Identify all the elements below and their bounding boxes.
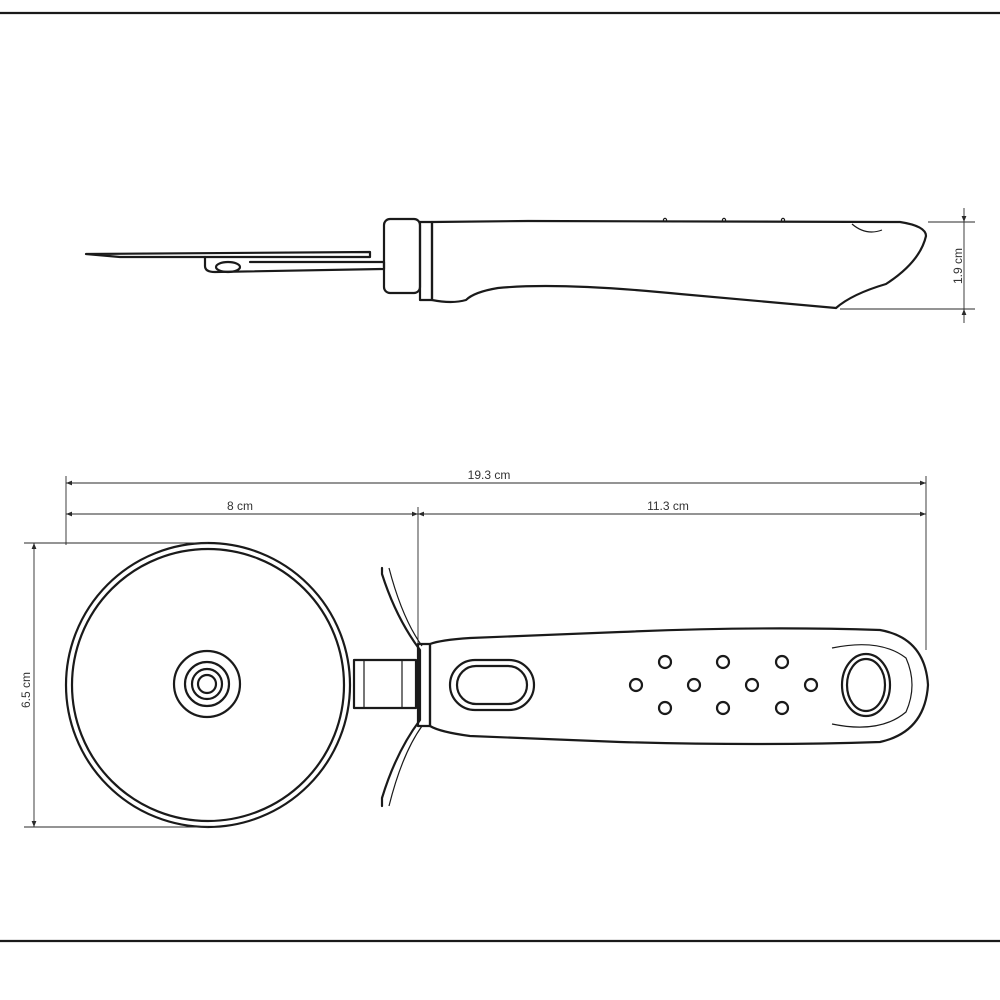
wheel-hub-outer bbox=[172, 649, 242, 719]
finger-guard bbox=[380, 566, 422, 808]
grip-dot bbox=[774, 700, 790, 716]
side-view-dot bbox=[721, 217, 727, 223]
grip-dot bbox=[715, 654, 731, 670]
grip-dot bbox=[686, 677, 702, 693]
grip-dot bbox=[628, 677, 644, 693]
side-view-handle-grip-detail bbox=[851, 223, 883, 233]
handle-inner-outline bbox=[831, 644, 913, 728]
wheel-diameter-dimension: 6.5 cm bbox=[19, 542, 208, 828]
side-view-collar bbox=[418, 220, 434, 302]
side-view-handle bbox=[430, 219, 928, 310]
wheel-diameter-label: 6.5 cm bbox=[19, 672, 33, 708]
handle-length-label: 11.3 cm bbox=[647, 499, 689, 513]
side-view-dot bbox=[780, 217, 786, 223]
grip-dot bbox=[744, 677, 760, 693]
neck-connector bbox=[352, 658, 418, 710]
wheel-inner-circle bbox=[70, 547, 346, 823]
wheel-outer-circle bbox=[64, 541, 352, 829]
thumb-grip-outer bbox=[448, 658, 536, 712]
side-view-dot bbox=[662, 217, 668, 223]
side-view-blade bbox=[84, 250, 372, 259]
handle bbox=[428, 627, 930, 746]
grip-dots bbox=[628, 654, 819, 716]
total-length-label: 19.3 cm bbox=[468, 468, 511, 482]
hanging-hole-outer bbox=[840, 652, 892, 718]
thickness-dimension-label: 1.9 cm bbox=[951, 248, 965, 284]
hanging-hole-inner bbox=[845, 657, 887, 713]
wheel-axle bbox=[196, 673, 218, 695]
side-view-guard bbox=[382, 217, 422, 295]
grip-dot bbox=[803, 677, 819, 693]
thickness-dimension: 1.9 cm bbox=[840, 208, 975, 323]
top-view bbox=[64, 541, 930, 829]
side-view-bracket bbox=[203, 255, 386, 274]
side-view-axle bbox=[214, 260, 242, 274]
wheel-length-dimension: 8 cm bbox=[66, 499, 419, 644]
wheel-hub-ring bbox=[183, 660, 231, 708]
total-length-dimension: 19.3 cm bbox=[65, 468, 927, 650]
thumb-grip-inner bbox=[455, 664, 529, 706]
wheel-hub-inner-ring bbox=[190, 667, 224, 701]
grip-dot bbox=[657, 700, 673, 716]
grip-dot bbox=[657, 654, 673, 670]
grip-dot bbox=[774, 654, 790, 670]
handle-length-dimension: 11.3 cm bbox=[418, 499, 926, 517]
wheel-length-label: 8 cm bbox=[227, 499, 253, 513]
grip-dot bbox=[715, 700, 731, 716]
side-view bbox=[84, 217, 928, 310]
